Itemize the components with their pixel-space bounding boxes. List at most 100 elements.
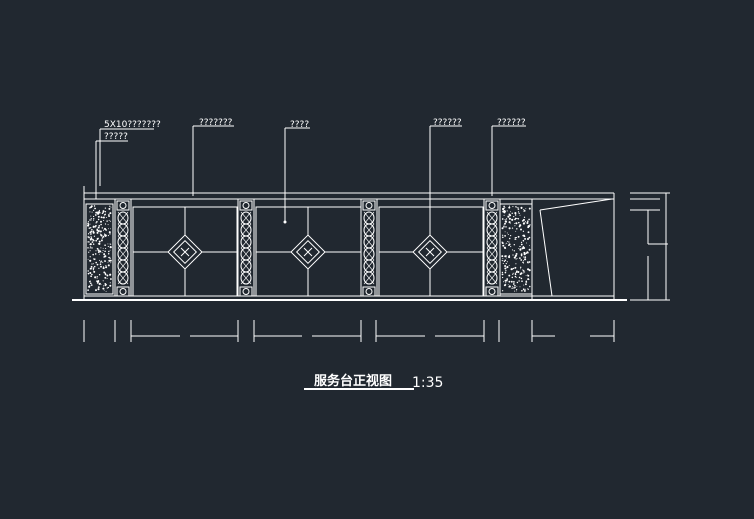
stone-speckle <box>517 211 520 213</box>
stone-speckle <box>501 218 504 220</box>
medallion-2 <box>290 234 326 270</box>
stone-speckle <box>526 220 529 223</box>
stone-speckle <box>94 214 97 216</box>
stone-speckle <box>99 259 100 261</box>
stone-speckle <box>516 258 518 260</box>
stone-speckle <box>511 287 513 289</box>
stone-speckle <box>103 233 107 237</box>
stone-speckle <box>518 212 520 215</box>
stone-speckle <box>90 206 93 209</box>
stone-speckle <box>514 223 516 224</box>
stone-speckle <box>522 222 525 225</box>
stone-speckle <box>100 239 103 242</box>
stone-speckle <box>513 256 516 259</box>
stone-speckle <box>98 240 101 243</box>
stone-speckle <box>504 284 507 286</box>
stone-speckle <box>503 214 505 216</box>
stone-speckle <box>519 286 521 288</box>
stone-speckle <box>93 258 96 261</box>
stone-speckle <box>511 249 514 251</box>
stone-speckle <box>516 217 518 219</box>
stone-speckle <box>515 252 518 255</box>
stone-speckle <box>109 257 111 260</box>
stone-speckle <box>523 289 526 292</box>
stone-speckle <box>508 285 511 288</box>
stone-speckle <box>99 250 102 253</box>
stone-speckle <box>527 278 530 281</box>
stone-speckle <box>102 235 105 238</box>
stone-speckle <box>98 229 100 231</box>
stone-speckle <box>92 209 95 212</box>
stone-speckle <box>87 224 90 227</box>
stone-speckle <box>107 252 110 255</box>
stone-speckle <box>508 243 511 246</box>
stone-speckle <box>523 288 525 291</box>
stone-speckle <box>505 219 507 221</box>
stone-speckle <box>515 290 517 292</box>
stone-speckle <box>523 260 525 262</box>
stone-speckle <box>91 241 94 243</box>
stone-speckle <box>512 206 514 208</box>
stone-speckle <box>515 238 517 241</box>
stone-speckle <box>514 286 516 289</box>
stone-speckle <box>109 220 111 222</box>
stone-speckle <box>99 232 101 234</box>
stone-speckle <box>89 241 91 243</box>
stone-speckle <box>522 230 525 232</box>
stone-speckle <box>87 247 89 249</box>
stone-speckle <box>525 281 528 283</box>
stone-speckle <box>515 237 518 239</box>
stone-speckle <box>98 211 101 214</box>
stone-speckle <box>519 257 521 259</box>
stone-speckle <box>97 288 100 291</box>
stone-speckle <box>95 211 98 214</box>
stone-speckle <box>108 213 110 215</box>
stone-speckle <box>90 265 93 268</box>
stone-speckle <box>520 259 523 261</box>
stone-speckle <box>507 284 509 285</box>
stone-speckle <box>109 284 112 287</box>
stone-speckle <box>90 275 92 278</box>
stone-speckle <box>98 282 101 285</box>
stone-speckle <box>104 255 107 258</box>
stone-speckle <box>508 213 510 215</box>
stone-speckle <box>102 229 105 231</box>
stone-speckle <box>99 263 102 265</box>
stone-speckle <box>520 268 521 270</box>
stone-speckle <box>89 235 91 237</box>
stone-speckle <box>104 273 107 276</box>
stone-speckle <box>504 259 507 262</box>
stone-speckle <box>501 259 503 261</box>
stone-speckle <box>506 232 508 234</box>
stone-speckle <box>528 269 531 272</box>
stone-speckle <box>523 262 524 264</box>
stone-speckle <box>90 218 92 220</box>
stone-speckle <box>527 225 530 228</box>
stone-speckle <box>100 284 102 286</box>
stone-speckle <box>523 246 526 250</box>
stone-speckle <box>506 241 508 242</box>
stone-speckle <box>514 212 517 215</box>
stone-speckle <box>520 253 523 256</box>
stone-speckle <box>508 217 511 220</box>
stone-speckle <box>97 226 100 229</box>
stone-speckle <box>105 247 107 249</box>
stone-speckle <box>107 235 109 237</box>
stone-speckle <box>523 256 524 258</box>
stone-speckle <box>524 237 527 240</box>
stone-speckle <box>501 255 504 258</box>
stone-speckle <box>508 227 511 230</box>
stone-speckle <box>107 245 109 248</box>
stone-speckle <box>95 289 97 292</box>
stone-speckle <box>510 246 512 248</box>
stone-speckle <box>91 211 93 213</box>
stone-speckle <box>92 268 95 271</box>
stone-speckle <box>90 230 93 233</box>
stone-speckle <box>502 207 505 210</box>
stone-speckle <box>508 264 510 266</box>
stone-speckle <box>527 252 529 254</box>
stone-speckle <box>89 282 92 285</box>
stone-speckle <box>106 287 108 289</box>
stone-speckle <box>102 267 105 270</box>
